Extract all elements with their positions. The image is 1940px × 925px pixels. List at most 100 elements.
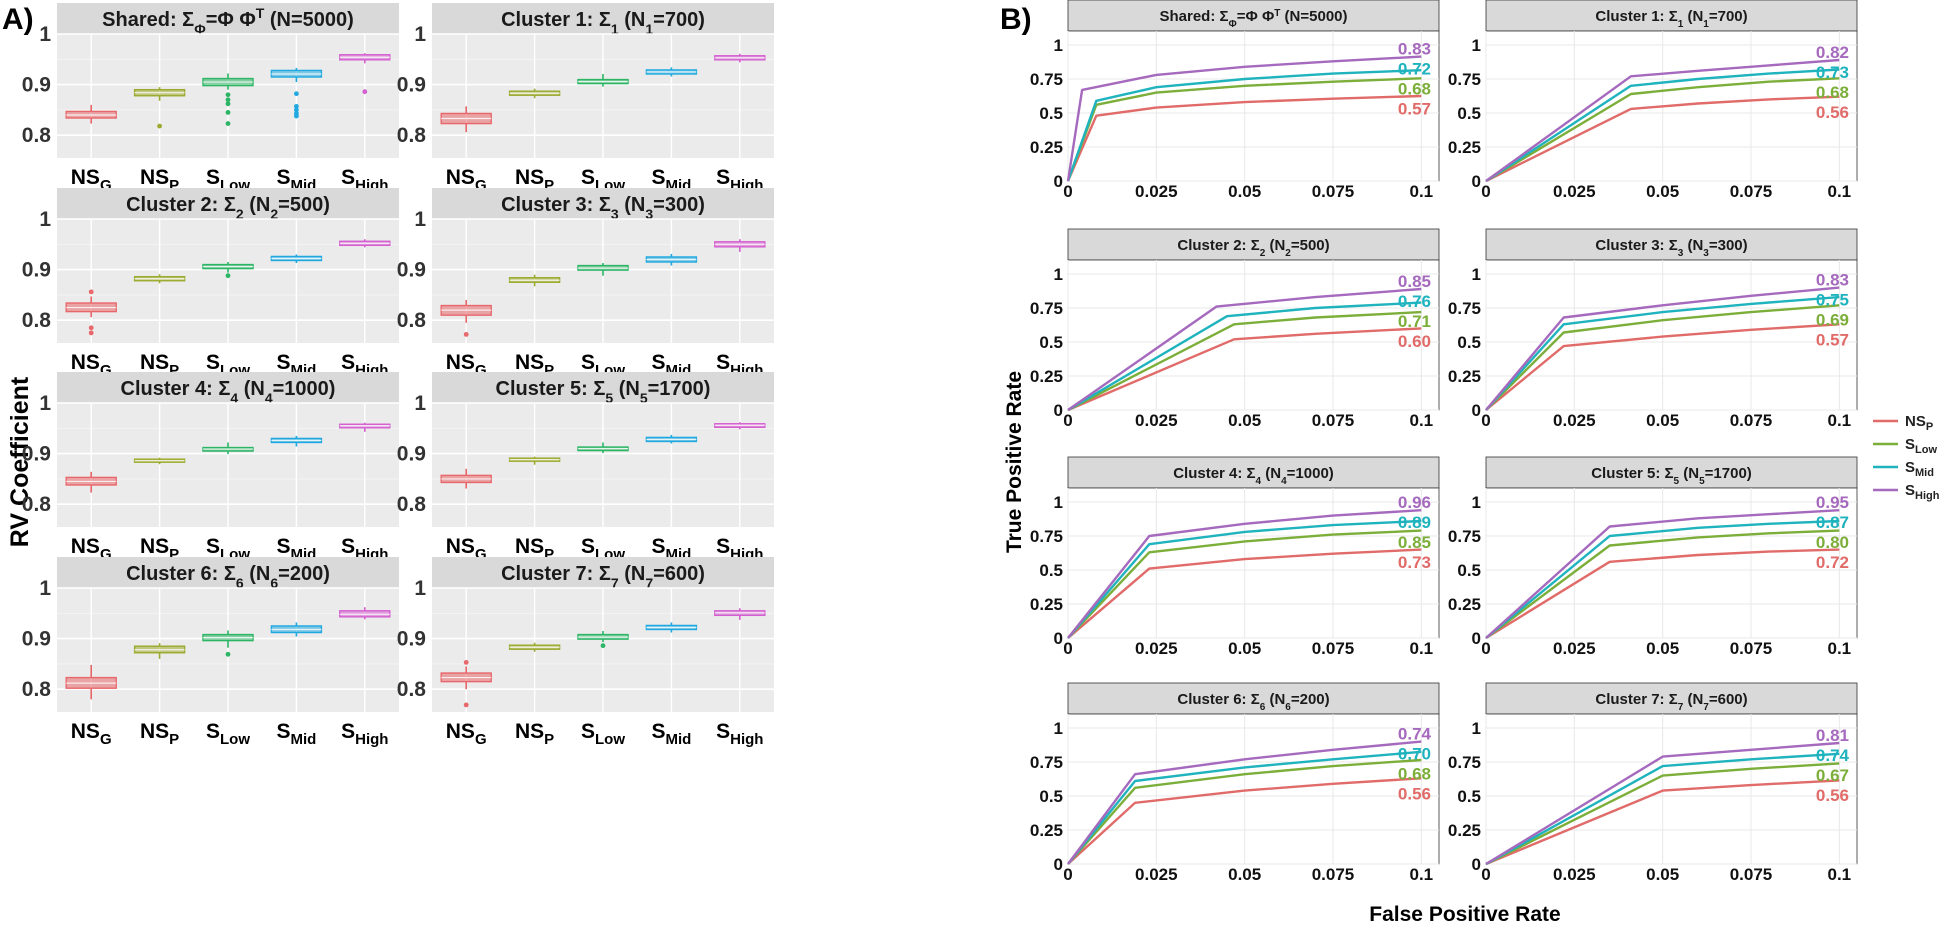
box-NSP [508, 88, 561, 99]
plot-background [1067, 259, 1440, 411]
x-tick-label: 0.1 [1410, 639, 1434, 658]
x-tick-label: 0.025 [1135, 182, 1178, 201]
roc-line-roc_S_Mid [1485, 752, 1840, 866]
y-tick-label: 0.8 [22, 309, 52, 332]
x-tick-label: NSG [71, 351, 112, 379]
roc-line-roc_NS_P [1485, 548, 1840, 640]
box-NSG [440, 468, 492, 489]
facet-strip [1067, 682, 1440, 715]
facet-title: Cluster 5: Σ5 (N5=1700) [1591, 465, 1752, 487]
x-tick-label: 0 [1481, 411, 1490, 430]
roc-line-roc_NS_P [1067, 548, 1422, 639]
x-tick-label: 0.1 [1410, 182, 1434, 201]
auc-label: 0.80 [1816, 533, 1849, 552]
x-tick-label: 0.1 [1410, 411, 1434, 430]
facet-title: Cluster 1: Σ1 (N1=700) [501, 9, 705, 37]
x-tick-label: 0.075 [1730, 865, 1773, 884]
x-tick-label: 0 [1063, 639, 1072, 658]
y-tick-label: 0.9 [22, 259, 51, 282]
x-tick-label: 0.025 [1553, 639, 1596, 658]
plot-background [1067, 30, 1440, 182]
facet-title: Cluster 6: Σ6 (N6=200) [126, 563, 330, 591]
box-SHigh [714, 422, 766, 430]
auc-label: 0.83 [1816, 271, 1849, 290]
auc-label: 0.68 [1398, 765, 1431, 784]
roc-line-roc_S_Low [1485, 762, 1840, 866]
facet-strip [432, 3, 774, 34]
y-tick-label: 0.8 [22, 678, 52, 701]
y-tick-label: 0.25 [1448, 138, 1481, 157]
box-NSG [65, 104, 117, 124]
box-SMid [645, 622, 698, 633]
box-NSP [133, 643, 186, 659]
outlier-point [225, 97, 231, 103]
plot-background [1067, 487, 1440, 639]
facet-strip [1485, 456, 1858, 489]
roc-line-roc_S_High [1067, 509, 1422, 639]
panel-b-x-axis-title: False Positive Rate [1369, 903, 1560, 925]
y-tick-label: 0.9 [22, 628, 51, 651]
roc-line-roc_NS_P [1485, 779, 1840, 866]
x-tick-label: 0.025 [1135, 411, 1178, 430]
y-tick-label: 0.9 [397, 74, 426, 97]
y-tick-label: 0 [1472, 401, 1481, 420]
facet-strip [1067, 456, 1440, 489]
x-tick-label: 0.025 [1553, 865, 1596, 884]
roc-line-roc_NS_P [1067, 327, 1422, 412]
y-tick-label: 1 [414, 577, 426, 600]
x-tick-label: 0 [1063, 182, 1072, 201]
outlier-point [157, 123, 163, 129]
roc-line-roc_S_High [1067, 740, 1422, 865]
y-tick-label: 0.5 [1039, 787, 1063, 806]
x-tick-label: 0 [1481, 865, 1490, 884]
x-tick-label: NSP [515, 720, 554, 748]
x-tick-label: 0.05 [1646, 411, 1679, 430]
box-SMid [270, 254, 323, 264]
x-tick-label: 0.025 [1553, 411, 1596, 430]
auc-label: 0.95 [1816, 493, 1849, 512]
y-tick-label: 0.5 [1039, 333, 1063, 352]
x-tick-label: 0.1 [1828, 639, 1852, 658]
facet-strip [1067, 0, 1440, 32]
panel-b-y-axis-title: True Positive Rate [1003, 371, 1026, 553]
y-tick-label: 0.75 [1030, 70, 1063, 89]
outlier-point [294, 107, 299, 113]
y-tick-label: 0.9 [397, 259, 426, 282]
y-tick-label: 0.75 [1448, 299, 1481, 318]
y-tick-label: 1 [39, 208, 51, 231]
y-tick-label: 0.5 [1457, 787, 1481, 806]
y-tick-label: 1 [414, 392, 426, 415]
y-tick-label: 0 [1054, 855, 1063, 874]
x-tick-label: SLow [206, 720, 250, 748]
box-SHigh [714, 53, 766, 63]
facet-strip [57, 3, 399, 34]
x-tick-label: 0.05 [1228, 182, 1261, 201]
roc-line-roc_S_Low [1067, 529, 1422, 639]
auc-label: 0.74 [1816, 746, 1850, 765]
x-tick-label: SHigh [341, 720, 388, 748]
y-tick-label: 0 [1054, 172, 1063, 191]
auc-label: 0.60 [1398, 332, 1431, 351]
y-tick-label: 0.5 [1457, 333, 1481, 352]
x-tick-label: 0.075 [1312, 182, 1355, 201]
x-tick-label: NSP [140, 720, 179, 748]
auc-label: 0.56 [1816, 103, 1849, 122]
y-tick-label: 0.75 [1030, 527, 1063, 546]
x-tick-label: SHigh [716, 720, 763, 748]
x-tick-label: NSG [446, 351, 487, 379]
facet-title: Cluster 2: Σ2 (N2=500) [1177, 237, 1329, 259]
y-tick-label: 1 [1472, 265, 1481, 284]
facet-title: Cluster 5: Σ5 (N5=1700) [496, 378, 711, 406]
box-NSG [65, 471, 117, 493]
y-tick-label: 0.5 [1039, 104, 1063, 123]
roc-line-roc_S_High [1485, 58, 1840, 182]
box-NSP [508, 274, 561, 287]
box-SHigh [339, 422, 391, 432]
